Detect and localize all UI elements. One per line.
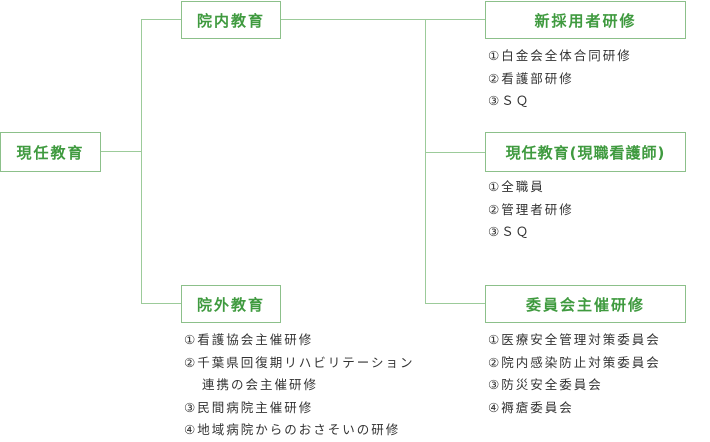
connector-innai-out bbox=[280, 19, 485, 20]
connector-innai-trunk bbox=[425, 19, 426, 304]
list-item: ③防災安全委員会 bbox=[488, 377, 603, 392]
new-hire-list: ①白金会全体合同研修 ②看護部研修 ③ＳＱ bbox=[488, 45, 632, 113]
connector-main-trunk bbox=[141, 19, 142, 304]
root-box: 現任教育 bbox=[0, 132, 101, 172]
committee-list: ①医療安全管理対策委員会 ②院内感染防止対策委員会 ③防災安全委員会 ④褥瘡委員… bbox=[488, 329, 661, 419]
list-item: ①白金会全体合同研修 bbox=[488, 48, 632, 63]
connector-to-group-2 bbox=[425, 152, 485, 153]
list-item: ①全職員 bbox=[488, 179, 545, 194]
ingai-list: ①看護協会主催研修 ②千葉県回復期リハビリテーション 連携の会主催研修 ③民間病… bbox=[184, 329, 414, 442]
list-item: ②看護部研修 bbox=[488, 70, 574, 86]
list-item: ②院内感染防止対策委員会 bbox=[488, 354, 661, 370]
current-staff-list: ①全職員 ②管理者研修 ③ＳＱ bbox=[488, 176, 574, 244]
list-item: ④褥瘡委員会 bbox=[488, 399, 574, 415]
list-item: ①看護協会主催研修 bbox=[184, 332, 314, 347]
list-item: ②千葉県回復期リハビリテーション bbox=[184, 354, 415, 370]
list-item: ④地域病院からのおさそいの研修 bbox=[184, 422, 401, 437]
group-box-current-staff: 現任教育(現職看護師) bbox=[485, 132, 686, 172]
list-item: ③ＳＱ bbox=[488, 224, 531, 239]
connector-root bbox=[100, 151, 142, 152]
list-item: ②管理者研修 bbox=[488, 201, 574, 217]
group-box-new-hire: 新採用者研修 bbox=[485, 1, 686, 39]
connector-to-group-3 bbox=[425, 303, 485, 304]
innai-box: 院内教育 bbox=[181, 1, 281, 39]
list-item: ③民間病院主催研修 bbox=[184, 399, 314, 415]
ingai-box: 院外教育 bbox=[181, 285, 281, 323]
group-box-committee: 委員会主催研修 bbox=[485, 285, 686, 323]
list-item: ③ＳＱ bbox=[488, 93, 531, 108]
connector-to-ingai bbox=[141, 303, 181, 304]
connector-to-innai bbox=[141, 19, 181, 20]
list-item: ①医療安全管理対策委員会 bbox=[488, 332, 661, 347]
list-item-continuation: 連携の会主催研修 bbox=[202, 377, 319, 392]
